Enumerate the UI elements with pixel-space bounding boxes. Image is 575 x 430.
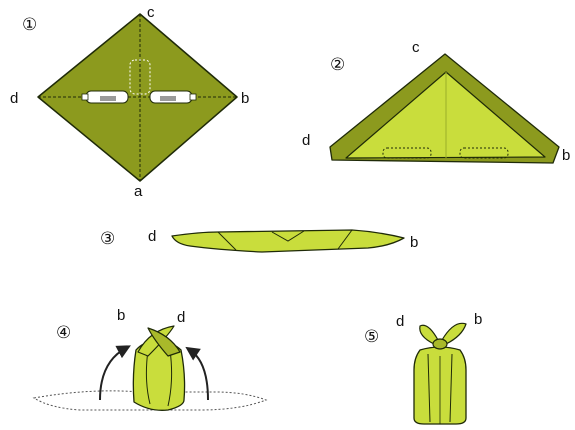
step-1-bottle-left [82,91,128,103]
step-1-corner-label-left: d [10,90,18,107]
step-5-number: ⑤ [364,327,379,347]
step-2-corner-label-left: d [302,132,310,149]
step-4-number: ④ [56,323,71,343]
step-5-corner-label-right: b [474,311,482,328]
step-5: ⑤ d b [364,311,482,424]
step-3-number: ③ [100,229,115,249]
step-1-bottle-right [150,91,196,103]
step-2-corner-label-right: b [562,147,570,164]
step-3-corner-label-right: b [410,234,418,251]
step-1-corner-label-right: b [241,90,249,107]
step-1-corner-label-bottom: a [134,183,143,200]
step-3-corner-label-left: d [148,228,156,245]
step-2-corner-label-top: c [412,39,420,56]
step-1: ① c d b a [10,4,249,200]
step-1-corner-label-top: c [147,4,155,21]
step-4-arrow-left [100,348,126,400]
step-1-cloth-square [38,14,237,181]
step-1-number: ① [22,15,37,35]
step-5-knot [433,339,447,349]
step-4: ④ b d [34,307,266,410]
step-5-corner-label-left: d [396,313,404,330]
step-3: ③ d b [100,228,418,252]
step-2-number: ② [330,55,345,75]
step-4-corner-label-right: d [177,309,185,326]
step-4-corner-label-left: b [117,307,125,324]
step-2: ② c d b [302,39,570,164]
